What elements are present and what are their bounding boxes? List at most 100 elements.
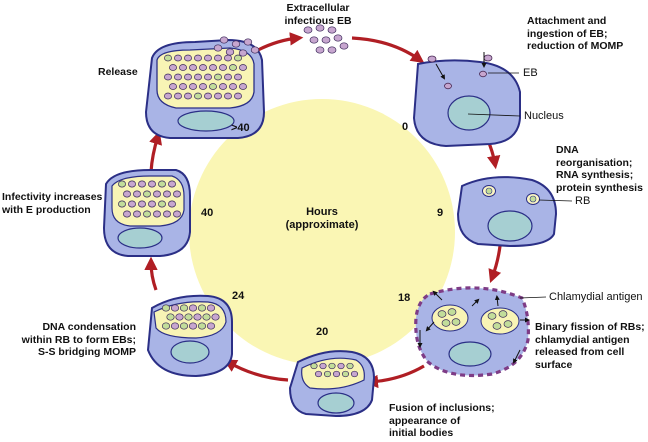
arrow-9-to-18 [488,245,502,284]
fission-rb-6 [498,310,508,318]
infectivity-particle-14 [128,200,136,208]
callout-rb: RB [575,195,591,207]
eb-attaching-1 [427,55,437,63]
release-eb-5 [204,54,212,62]
release-eb-40 [234,92,242,100]
cell-fusion-nucleus [317,392,355,414]
infectivity-particle-23 [163,210,171,218]
condensation-particle-8 [175,313,184,321]
arrow-24-to-40 [144,256,158,291]
release-eb-11 [189,64,197,71]
release-eb-15 [229,64,237,71]
hour-40-plus: >40 [231,122,250,134]
release-eb-25 [169,83,177,90]
arrow-18-to-20 [364,364,425,389]
release-eb-16 [239,64,247,71]
fusion-particle-5 [346,362,354,370]
cell-dna-condensation [146,294,233,378]
release-eb-24 [234,73,242,81]
infectivity-particle-1 [118,180,126,188]
arrow-extracellular-to-attachment [351,36,425,64]
hour-40: 40 [201,207,214,219]
infectivity-particle-2 [128,180,136,188]
cell-dna-reorganisation [456,176,558,248]
released-eb-2 [231,40,241,48]
released-ebs [213,36,260,57]
release-eb-26 [179,83,187,90]
eb-arrow-1 [435,63,445,80]
infectivity-particle-17 [158,200,166,208]
cell-condensation-nucleus [170,340,210,364]
condensation-particle-15 [179,322,189,330]
extracellular-eb-2 [315,24,325,32]
cell-release-particles [164,54,247,100]
callout-eb: EB [523,67,538,79]
cell-fusion [288,350,376,418]
extracellular-eb-9 [339,42,349,50]
condensation-particle-10 [193,313,202,321]
released-eb-7 [213,44,223,52]
antigen-callout-line [519,296,547,299]
condensation-particle-18 [206,322,216,330]
cell-binary-fission-nucleus [448,341,492,367]
fission-rb-3 [441,319,451,327]
cell-infectivity [102,169,191,257]
eb-internal-2 [479,70,487,78]
released-eb-1 [219,36,229,44]
fission-rb-2 [447,308,457,316]
infectivity-particle-6 [168,180,176,188]
release-eb-22 [214,73,222,81]
condensation-particle-9 [184,313,193,321]
hours-center-disc [189,99,455,365]
infectivity-particle-11 [163,190,171,198]
arrow-20-to-24 [223,359,289,382]
released-eb-5 [238,49,248,57]
fusion-particle-10 [350,370,359,378]
label-release: Release [98,66,138,78]
infectivity-particle-24 [173,210,181,218]
condensation-particle-6 [206,304,216,312]
condensation-particle-17 [197,322,207,330]
infectivity-particle-8 [133,190,141,198]
condensation-particle-14 [170,322,180,330]
release-eb-36 [194,92,202,100]
extracellular-eb-4 [309,36,319,44]
infectivity-particle-9 [143,190,151,198]
condensation-particle-4 [188,304,198,312]
arrow-40-to-release [149,130,162,173]
fission-rb-7 [492,322,502,330]
extracellular-eb-3 [327,26,337,34]
cell-binary-fission [414,286,530,378]
release-eb-23 [224,73,232,81]
release-eb-19 [184,73,192,81]
fission-rb-5 [487,312,497,320]
hour-9: 9 [437,207,444,219]
center-title: Hours(approximate) [285,206,359,231]
released-eb-4 [225,48,235,56]
release-eb-10 [179,64,187,71]
released-eb-6 [250,46,260,54]
extracellular-eb-cluster [303,24,349,54]
extracellular-eb-8 [327,46,337,54]
fission-rb-1 [437,310,447,318]
condensation-particle-2 [170,304,180,312]
label-binary-fission: Binary fission of RBs;chlamydial antigen… [535,321,645,371]
infectivity-particle-3 [138,180,146,188]
release-eb-35 [184,92,192,100]
infectivity-particle-19 [123,210,131,218]
condensation-particle-3 [179,304,189,312]
condensation-particle-12 [211,313,220,321]
infectivity-particle-13 [118,200,126,208]
eb-internal-1 [444,82,452,90]
release-eb-17 [164,73,172,81]
release-eb-3 [184,54,192,62]
infectivity-particle-16 [148,200,156,208]
cell-dna-reorg-nucleus [487,210,533,242]
release-eb-12 [199,64,207,71]
release-eb-7 [224,54,232,62]
